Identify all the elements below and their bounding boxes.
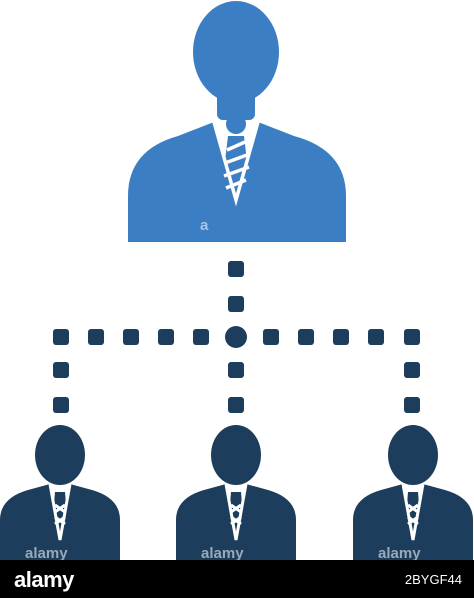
connector-dot [193,329,209,345]
connector-lines [53,261,420,413]
connector-dot [228,362,244,378]
manager-tie-icon [222,114,250,200]
connector-dot [333,329,349,345]
hierarchy-illustration: alamy alamy alamy a [0,1,473,560]
connector-dot [404,362,420,378]
staff-member-right-icon: alamy [353,425,473,560]
svg-text:alamy: alamy [378,545,421,560]
connector-dot [53,397,69,413]
connector-dot [88,329,104,345]
footer-logo: alamy [14,567,74,592]
connector-dot [263,329,279,345]
svg-text:alamy: alamy [201,545,244,560]
staff-member-center-icon: alamy [176,425,296,560]
connector-dot [53,329,69,345]
footer-bar: alamy 2BYGF44 [0,560,474,598]
connector-junction [225,326,247,348]
staff-member-left-icon: alamy [0,425,120,560]
connector-dot [404,397,420,413]
watermark-text: a [200,217,209,234]
svg-text:alamy: alamy [25,545,68,560]
connector-dot [228,296,244,312]
connector-dot [298,329,314,345]
connector-dot [158,329,174,345]
connector-dot [368,329,384,345]
manager-businessman-icon [128,1,346,242]
connector-dot [228,261,244,277]
footer-image-id: 2BYGF44 [404,572,462,587]
connector-dot [53,362,69,378]
connector-dot [404,329,420,345]
connector-dot [123,329,139,345]
connector-dot [228,397,244,413]
